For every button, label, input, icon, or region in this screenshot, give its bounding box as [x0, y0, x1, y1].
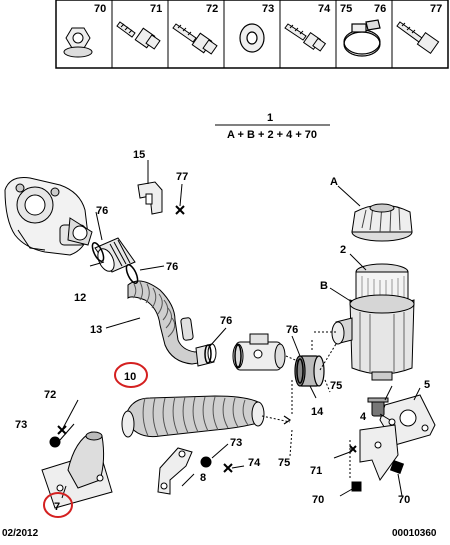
- corrugated-duct-10: [121, 395, 265, 438]
- formula-expression: A + B + 2 + 4 + 70: [227, 129, 317, 141]
- highlight-circle-10: [114, 362, 148, 388]
- washer-symbol-73b: [200, 456, 212, 468]
- callout-75-right: 75: [330, 380, 342, 392]
- callout-5: 5: [424, 379, 430, 391]
- callout-72: 72: [44, 389, 56, 401]
- washer-symbol-73a: [49, 436, 61, 448]
- cross-symbol-77: [175, 205, 185, 215]
- header-part-77: 77: [430, 3, 442, 15]
- parts-header-strip: 70 71 72 73 74 75 76 77: [55, 0, 449, 69]
- turbocharger: [4, 177, 93, 256]
- callout-76-meter: 76: [220, 315, 232, 327]
- assembly-formula: 1 A + B + 2 + 4 + 70: [215, 112, 330, 141]
- callout-labels: 15 77 76 76 12 13 76 76 A 2 B 75 14 4 5 …: [15, 149, 430, 518]
- duct-sleeve-12: [94, 237, 136, 273]
- callout-2: 2: [340, 244, 346, 256]
- callout-76-middle: 76: [166, 261, 178, 273]
- callout-74: 74: [248, 457, 261, 469]
- callout-71: 71: [310, 465, 322, 477]
- highlight-circle-7: [43, 492, 73, 518]
- callout-13: 13: [90, 324, 102, 336]
- header-part-75: 75: [340, 3, 352, 15]
- callout-12: 12: [74, 292, 86, 304]
- fastener-symbols: [49, 205, 405, 492]
- callout-B: B: [320, 280, 328, 292]
- callout-76-upper: 76: [96, 205, 108, 217]
- clamp-rings: [91, 242, 304, 384]
- callout-70-left: 70: [312, 494, 324, 506]
- callout-7: 7: [54, 501, 60, 513]
- callout-4: 4: [360, 411, 367, 423]
- callout-15: 15: [133, 149, 145, 161]
- rubber-mount-4: [367, 397, 389, 417]
- square-symbol-70b: [389, 459, 405, 475]
- filter-body-B: [331, 294, 415, 381]
- filter-lid-A: [351, 203, 413, 242]
- callout-10: 10: [124, 371, 136, 383]
- air-filter-housing: [331, 203, 415, 381]
- washer-icon: [239, 23, 265, 53]
- square-symbol-70a: [351, 481, 362, 492]
- bracket-15: [137, 181, 163, 215]
- callout-A: A: [330, 176, 338, 188]
- bolt-icon: [172, 23, 218, 55]
- cross-symbol-74: [223, 463, 233, 473]
- header-part-71: 71: [150, 3, 162, 15]
- footer-date: 02/2012: [2, 528, 39, 539]
- callout-70-right: 70: [398, 494, 410, 506]
- mount-support: [359, 424, 399, 482]
- bracket-8: [157, 447, 193, 495]
- callout-76-sleeve: 76: [286, 324, 298, 336]
- header-part-72: 72: [206, 3, 218, 15]
- header-part-70: 70: [94, 3, 106, 15]
- leader-lines: [59, 160, 421, 499]
- header-part-76: 76: [374, 3, 386, 15]
- flange-nut-icon: [63, 27, 93, 58]
- callout-75-bottom: 75: [278, 457, 290, 469]
- callout-8: 8: [200, 472, 206, 484]
- sleeve-14: [294, 355, 325, 387]
- screw-icon: [116, 21, 161, 50]
- footer-reference: 00010360: [392, 528, 437, 539]
- header-part-73: 73: [262, 3, 274, 15]
- callout-73-center: 73: [230, 437, 242, 449]
- hex-bolt-icon: [396, 21, 440, 55]
- callout-77: 77: [176, 171, 188, 183]
- header-part-74: 74: [318, 3, 331, 15]
- formula-number: 1: [267, 112, 273, 124]
- cross-symbol-71: [349, 445, 357, 453]
- hose-clamp-icon: [343, 19, 381, 57]
- corrugated-hose-13: [127, 280, 217, 367]
- callout-73-left: 73: [15, 419, 27, 431]
- screw-icon-2: [284, 23, 327, 52]
- callout-14: 14: [311, 406, 324, 418]
